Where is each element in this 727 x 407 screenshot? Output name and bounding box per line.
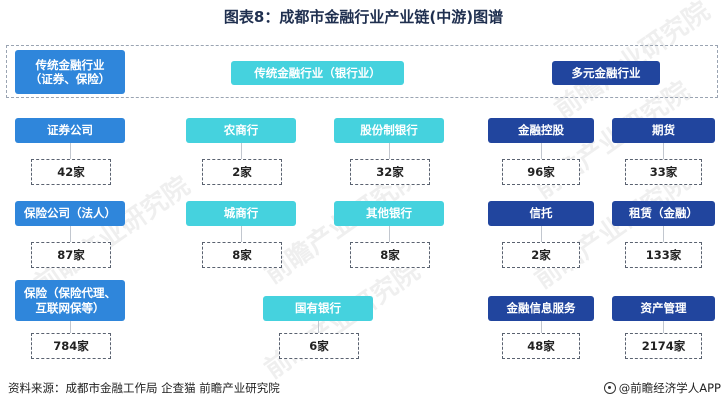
brand-credit: @前瞻经济学人APP bbox=[603, 380, 721, 396]
connector-line bbox=[70, 143, 71, 159]
node-trust: 信托 bbox=[488, 201, 594, 226]
node-state-bank: 国有银行 bbox=[263, 296, 373, 321]
count-rural-bank: 2家 bbox=[202, 159, 282, 185]
count-joint-stock-bank: 32家 bbox=[350, 159, 430, 185]
count-futures: 33家 bbox=[625, 159, 702, 185]
category-traditional-securities: 传统金融行业 （证券、保险） bbox=[15, 50, 125, 94]
node-futures: 期货 bbox=[612, 118, 715, 143]
connector-line bbox=[541, 321, 542, 333]
node-securities: 证券公司 bbox=[15, 118, 125, 143]
count-securities: 42家 bbox=[31, 159, 111, 185]
connector-line bbox=[241, 143, 242, 159]
brand-label: @前瞻经济学人APP bbox=[618, 381, 721, 395]
count-holding: 96家 bbox=[502, 159, 580, 185]
brand-logo-icon bbox=[603, 382, 616, 394]
node-asset-mgmt: 资产管理 bbox=[612, 296, 715, 321]
node-other-bank: 其他银行 bbox=[334, 201, 444, 226]
connector-line bbox=[663, 143, 664, 159]
count-city-bank: 8家 bbox=[202, 242, 282, 268]
count-info-service: 48家 bbox=[502, 333, 580, 359]
source-note: 资料来源：成都市金融工作局 企查猫 前瞻产业研究院 bbox=[8, 381, 280, 395]
page-title: 图表8：成都市金融行业产业链(中游)图谱 bbox=[223, 8, 504, 26]
connector-line bbox=[70, 321, 71, 333]
connector-line bbox=[389, 143, 390, 159]
count-insurance-agency: 784家 bbox=[31, 333, 111, 359]
node-joint-stock-bank: 股份制银行 bbox=[334, 118, 444, 143]
count-other-bank: 8家 bbox=[350, 242, 430, 268]
connector-line bbox=[663, 321, 664, 333]
category-frame bbox=[6, 45, 718, 98]
node-insurance-agency: 保险（保险代理、 互联网保等） bbox=[15, 280, 125, 321]
category-traditional-bank: 传统金融行业（银行业） bbox=[231, 61, 404, 85]
count-insurance: 87家 bbox=[31, 242, 111, 268]
node-leasing: 租赁（金融） bbox=[612, 201, 715, 226]
connector-line bbox=[70, 226, 71, 242]
node-info-service: 金融信息服务 bbox=[488, 296, 594, 321]
node-holding: 金融控股 bbox=[488, 118, 594, 143]
count-state-bank: 6家 bbox=[279, 333, 359, 359]
count-leasing: 133家 bbox=[625, 242, 702, 268]
connector-line bbox=[241, 226, 242, 242]
node-insurance: 保险公司（法人） bbox=[15, 201, 125, 226]
connector-line bbox=[541, 226, 542, 242]
category-diversified: 多元金融行业 bbox=[552, 61, 660, 85]
node-city-bank: 城商行 bbox=[186, 201, 296, 226]
count-asset-mgmt: 2174家 bbox=[625, 333, 702, 359]
connector-line bbox=[389, 226, 390, 242]
count-trust: 2家 bbox=[502, 242, 580, 268]
connector-line bbox=[663, 226, 664, 242]
node-rural-bank: 农商行 bbox=[186, 118, 296, 143]
connector-line bbox=[318, 321, 319, 333]
connector-line bbox=[541, 143, 542, 159]
